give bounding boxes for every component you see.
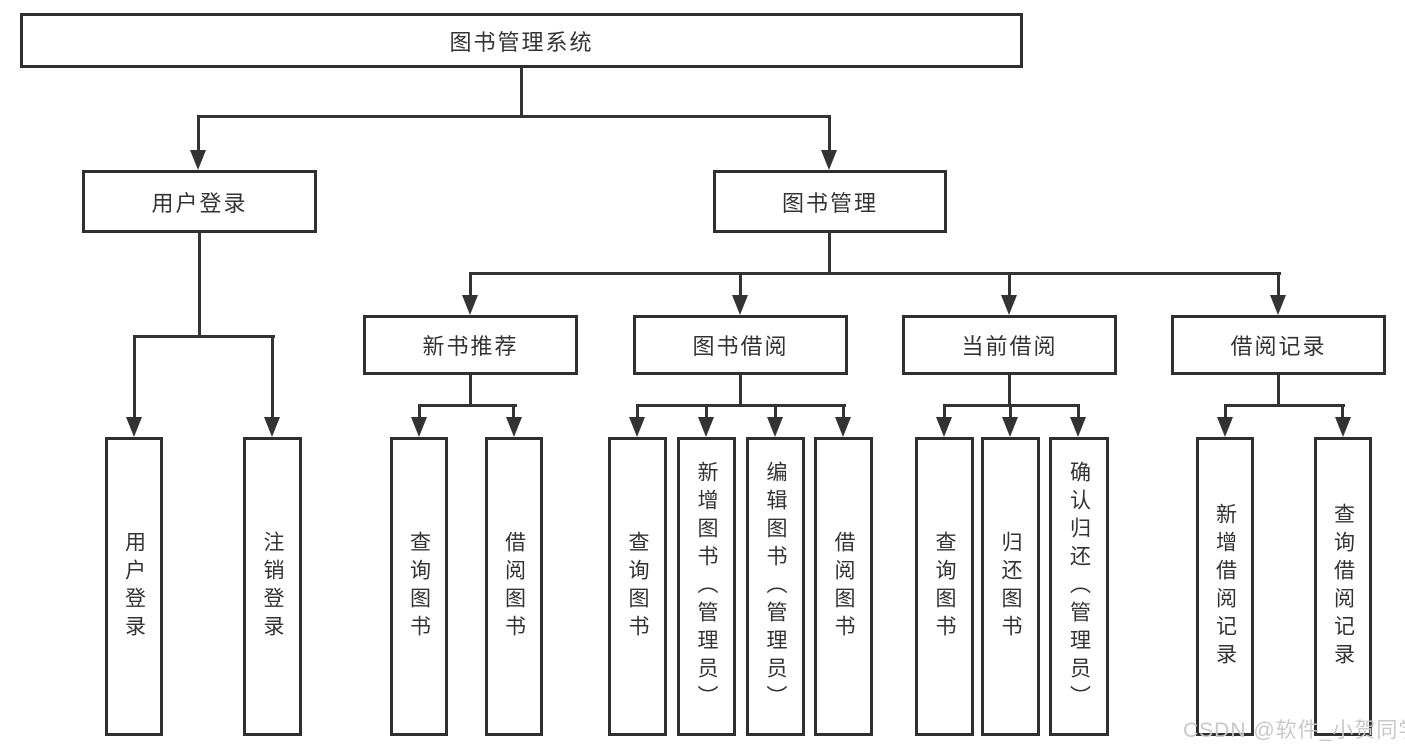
node-new-book-recommendation-label: 新书推荐 [422, 334, 519, 359]
connector-line [469, 272, 472, 298]
connector-line [739, 272, 742, 298]
node-user-login-label: 用户登录 [151, 190, 248, 216]
arrow-down-icon [936, 417, 952, 437]
node-book-management-label: 图书管理 [781, 190, 878, 216]
connector-line [636, 404, 846, 407]
connector-line [1009, 404, 1012, 419]
connector-line [133, 335, 136, 419]
connector-line [1224, 404, 1227, 419]
arrow-down-icon [264, 417, 280, 437]
arrow-down-icon [1001, 295, 1017, 315]
connector-line [1341, 404, 1344, 419]
node-query-books-recommend: 查询图书 [390, 437, 448, 736]
arrow-down-icon [1002, 417, 1018, 437]
connector-line [1077, 404, 1080, 419]
node-book-borrowing-label: 图书借阅 [692, 334, 789, 359]
connector-line [469, 375, 472, 407]
node-confirm-return-admin: 确认归还（管理员） [1049, 437, 1109, 736]
connector-line [828, 233, 831, 275]
arrow-down-icon [629, 417, 645, 437]
connector-line [828, 115, 831, 153]
connector-line [636, 404, 639, 419]
node-borrow-books-label: 借阅图书 [832, 530, 856, 643]
connector-line [198, 233, 201, 338]
node-edit-books-admin: 编辑图书（管理员） [746, 437, 805, 736]
connector-line [1277, 375, 1280, 407]
connector-line [1008, 375, 1011, 407]
node-logout-action-label: 注销登录 [261, 530, 285, 643]
csdn-watermark: CSDN @软件_小贺同学 [1183, 719, 1405, 742]
arrow-down-icon [1270, 295, 1286, 315]
node-query-books-borrow-label: 查询图书 [626, 530, 650, 643]
node-user-login-action: 用户登录 [105, 437, 163, 736]
node-logout-action: 注销登录 [243, 437, 302, 736]
arrow-down-icon [767, 417, 783, 437]
connector-line [133, 335, 275, 338]
connector-line [842, 404, 845, 419]
node-user-login: 用户登录 [82, 170, 317, 233]
node-return-books: 归还图书 [981, 437, 1040, 736]
arrow-down-icon [190, 150, 206, 170]
connector-line [520, 68, 523, 117]
arrow-down-icon [1217, 417, 1233, 437]
arrow-down-icon [732, 295, 748, 315]
node-borrowing-records: 借阅记录 [1171, 315, 1386, 375]
arrow-down-icon [698, 417, 714, 437]
arrow-down-icon [126, 417, 142, 437]
node-current-borrowing-label: 当前借阅 [961, 334, 1058, 359]
arrow-down-icon [462, 295, 478, 315]
node-borrow-books-recommend: 借阅图书 [485, 437, 543, 736]
node-add-borrow-record-label: 新增借阅记录 [1213, 502, 1237, 671]
node-borrow-books-recommend-label: 借阅图书 [502, 530, 526, 643]
connector-line [197, 115, 200, 153]
connector-line [469, 272, 1281, 275]
connector-line [1224, 404, 1345, 407]
node-add-borrow-record: 新增借阅记录 [1196, 437, 1254, 736]
node-return-books-label: 归还图书 [999, 530, 1023, 643]
connector-line [512, 404, 515, 419]
connector-line [1008, 272, 1011, 298]
node-query-borrow-record-label: 查询借阅记录 [1331, 502, 1355, 671]
node-query-books-borrow: 查询图书 [608, 437, 667, 736]
node-borrowing-records-label: 借阅记录 [1230, 334, 1327, 359]
node-borrow-books: 借阅图书 [814, 437, 873, 736]
node-book-management: 图书管理 [713, 170, 947, 233]
arrow-down-icon [821, 150, 837, 170]
arrow-down-icon [1335, 417, 1351, 437]
node-new-book-recommendation: 新书推荐 [363, 315, 578, 375]
node-query-books-current-label: 查询图书 [933, 530, 957, 643]
node-query-borrow-record: 查询借阅记录 [1314, 437, 1372, 736]
node-edit-books-admin-label: 编辑图书（管理员） [764, 460, 788, 713]
node-add-books-admin: 新增图书（管理员） [677, 437, 736, 736]
connector-line [418, 404, 421, 419]
node-library-system-label: 图书管理系统 [449, 29, 594, 55]
connector-line [1277, 272, 1280, 298]
connector-line [197, 115, 831, 118]
connector-line [418, 404, 517, 407]
connector-line [705, 404, 708, 419]
arrow-down-icon [1070, 417, 1086, 437]
arrow-down-icon [506, 417, 522, 437]
connector-line [943, 404, 946, 419]
node-book-borrowing: 图书借阅 [633, 315, 848, 375]
node-user-login-action-label: 用户登录 [122, 530, 146, 643]
node-query-books-current: 查询图书 [915, 437, 974, 736]
node-add-books-admin-label: 新增图书（管理员） [695, 460, 719, 713]
arrow-down-icon [411, 417, 427, 437]
node-query-books-recommend-label: 查询图书 [407, 530, 431, 643]
arrow-down-icon [835, 417, 851, 437]
node-confirm-return-admin-label: 确认归还（管理员） [1067, 460, 1091, 713]
connector-line [271, 335, 274, 419]
node-library-system: 图书管理系统 [20, 13, 1023, 68]
connector-line [774, 404, 777, 419]
node-current-borrowing: 当前借阅 [902, 315, 1117, 375]
connector-line [739, 375, 742, 407]
